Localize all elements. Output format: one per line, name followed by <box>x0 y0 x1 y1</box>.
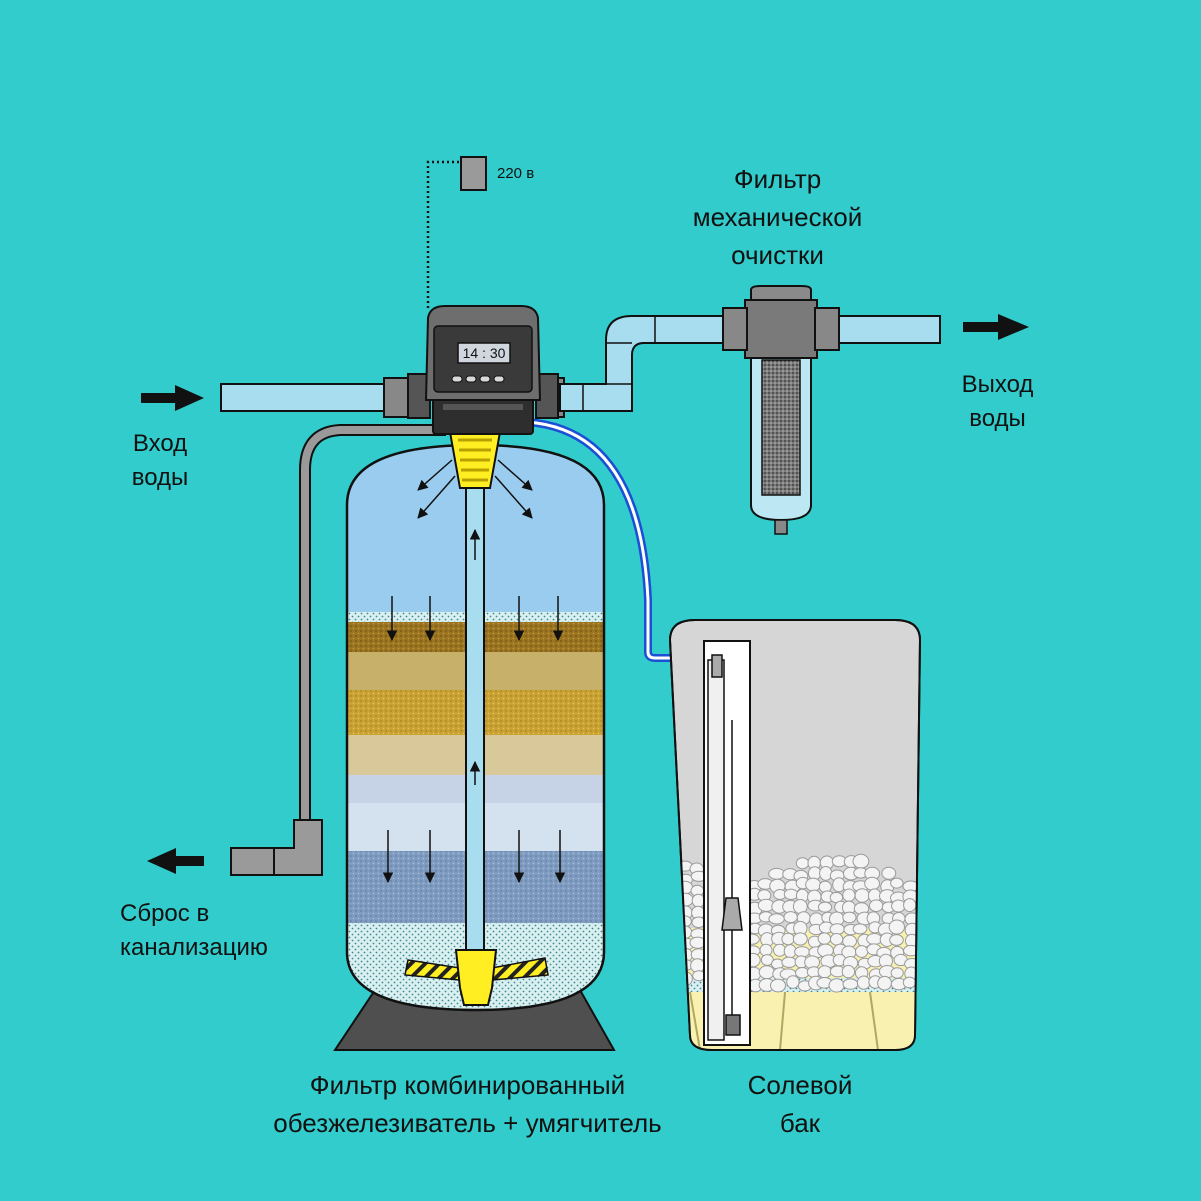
salt-pellet <box>786 975 800 989</box>
salt-pellet <box>817 965 832 979</box>
salt-pellet <box>864 876 880 891</box>
outlet-pipe <box>539 315 941 418</box>
power-supply <box>426 156 487 308</box>
water-inlet-label: Вход воды <box>131 430 189 491</box>
salt-pellet <box>902 976 917 989</box>
filter-cartridge <box>761 359 801 496</box>
power-cable <box>426 160 461 308</box>
salt-pellet <box>770 978 786 993</box>
mechanical-filter <box>722 285 840 535</box>
drain-label: Сброс в канализацию <box>120 900 268 961</box>
salt-pellet <box>781 956 797 968</box>
salt-pellet <box>783 911 798 924</box>
salt-pellet <box>677 880 693 895</box>
salt-pellet <box>869 899 884 913</box>
salt-pellet <box>792 932 808 946</box>
clock-text: 14 : 30 <box>462 345 506 361</box>
salt-pellet <box>842 888 856 902</box>
drain-hose <box>230 420 446 876</box>
brine-tank-label: Солевой бак <box>747 1070 853 1138</box>
inlet-pipe <box>220 377 409 418</box>
inlet-arrow-icon <box>141 385 204 411</box>
salt-pellet <box>866 933 883 945</box>
salt-pellet <box>828 978 845 993</box>
float-icon <box>721 897 743 931</box>
power-label: 220 в <box>497 165 535 182</box>
salt-pellets <box>676 853 920 993</box>
salt-pellet <box>852 923 868 935</box>
salt-pellet <box>758 965 775 980</box>
salt-pellet <box>794 946 811 958</box>
control-valve <box>407 305 559 435</box>
salt-pellet <box>854 888 870 903</box>
salt-pellet <box>781 932 795 946</box>
salt-pellet <box>890 877 904 889</box>
mechanical-filter-label: Фильтр механической очистки <box>692 164 863 270</box>
salt-pellet <box>856 975 871 990</box>
salt-pellet <box>888 919 905 935</box>
salt-pellet <box>817 901 833 913</box>
outlet-arrow-icon <box>963 314 1029 340</box>
bottom-distributor <box>454 949 498 1006</box>
brine-tank <box>668 619 922 1051</box>
salt-pellet <box>829 923 845 935</box>
salt-pellet <box>768 867 785 880</box>
salt-pellet <box>852 853 870 869</box>
salt-pellet <box>889 934 904 946</box>
drain-arrow-icon <box>147 848 204 874</box>
filter-drain-valve-icon <box>774 519 788 535</box>
flow-arrows <box>382 459 566 884</box>
salt-pellet <box>842 978 859 990</box>
power-plug-icon <box>460 156 487 191</box>
salt-pellet <box>842 911 857 924</box>
salt-pellet <box>881 866 897 880</box>
combined-filter-label: Фильтр комбинированный обезжелезиватель … <box>273 1070 662 1138</box>
salt-pellet <box>677 892 694 907</box>
clock-display <box>457 342 511 364</box>
salt-pellet <box>829 933 844 946</box>
salt-pellet <box>768 913 785 925</box>
combined-filter-tank <box>345 431 606 1012</box>
salt-pellet <box>841 964 856 979</box>
salt-pellet <box>817 932 832 945</box>
water-outlet-label: Выход воды <box>961 371 1034 432</box>
salt-pellet <box>855 945 869 958</box>
salt-pellet <box>877 975 892 991</box>
salt-pellet <box>903 898 917 913</box>
salt-pellet <box>805 877 821 892</box>
salt-pellet <box>890 967 904 979</box>
salt-pellet <box>783 888 799 900</box>
salt-pellet <box>795 857 810 870</box>
salt-pellet <box>691 893 706 908</box>
salt-pellet <box>819 866 833 881</box>
